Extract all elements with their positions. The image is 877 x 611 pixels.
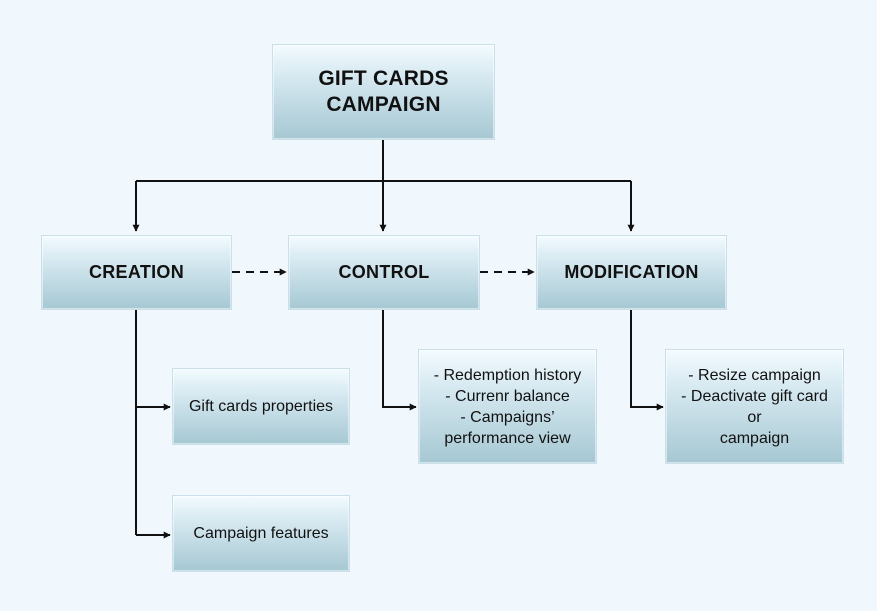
control-detail-line-2: - Currenr balance [445,387,570,405]
modification-detail-line-2: - Deactivate gift card [681,387,828,405]
arrow-to-control-details [382,310,417,411]
control-detail-line-3: - Campaigns’ [460,408,555,426]
modification-details-box: - Resize campaign - Deactivate gift card… [665,349,844,464]
gift-cards-properties-label: Gift cards properties [188,398,334,415]
creation-label: CREATION [88,262,185,282]
control-detail-line-4: performance view [444,429,571,447]
control-label: CONTROL [338,262,430,282]
control-box: CONTROL [288,235,480,310]
modification-box: MODIFICATION [536,235,727,310]
gift-cards-campaign-box: GIFT CARDS CAMPAIGN [272,44,495,140]
creation-box: CREATION [41,235,232,310]
modification-detail-line-3: or [747,408,762,426]
root-title-line-2: CAMPAIGN [326,93,441,116]
control-detail-line-1: - Redemption history [433,366,582,384]
modification-detail-line-1: - Resize campaign [688,366,821,384]
gift-cards-properties-box: Gift cards properties [172,368,350,445]
arrow-to-modification-details [630,310,664,411]
modification-detail-line-4: campaign [719,429,790,447]
campaign-features-box: Campaign features [172,495,350,572]
campaign-features-label: Campaign features [193,525,329,542]
control-details-box: - Redemption history - Currenr balance -… [418,349,597,464]
modification-label: MODIFICATION [564,262,699,282]
root-title-line-1: GIFT CARDS [318,67,449,90]
